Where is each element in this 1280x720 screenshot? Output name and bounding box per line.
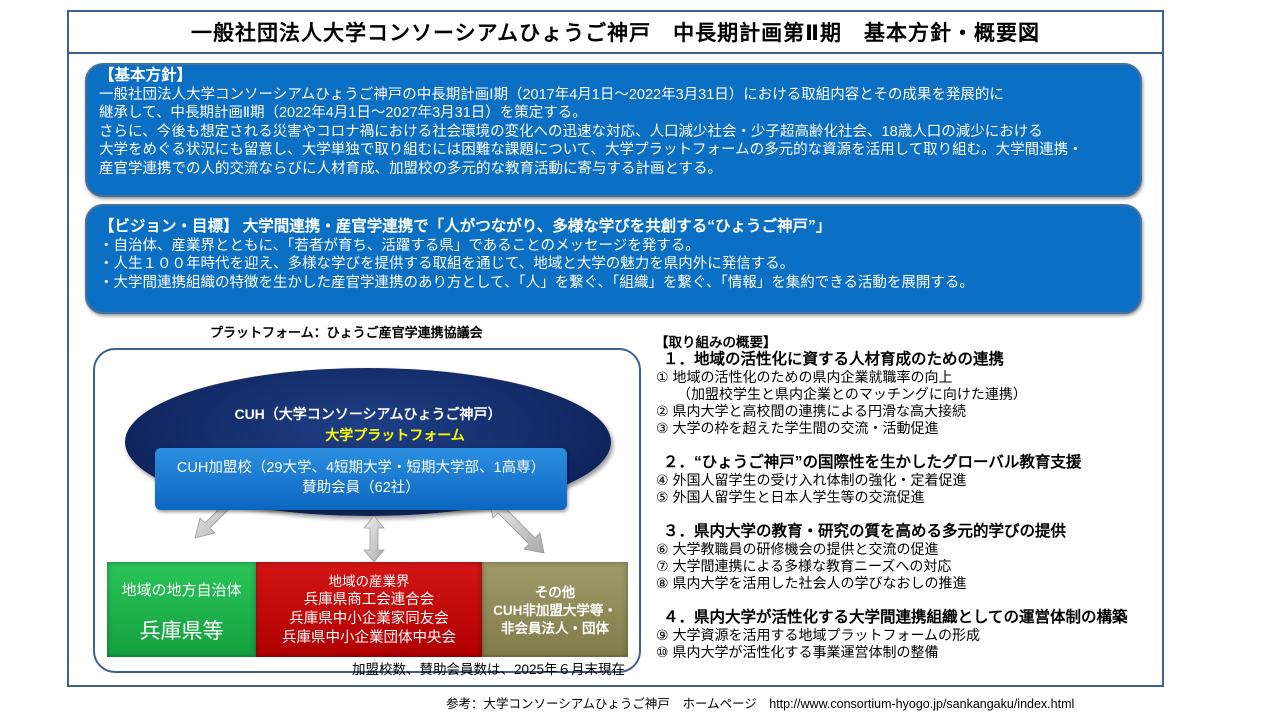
section-item: ⑩ 県内大学が活性化する事業運営体制の整備	[656, 644, 939, 660]
supporting-members: 賛助会員（62社）	[302, 480, 420, 496]
section-item: ⑤ 外国人留学生と日本人学生等の交流促進	[656, 489, 925, 505]
vision-line: ・自治体、産業界とともに、「若者が育ち、活躍する県」であることのメッセージを発す…	[99, 237, 700, 254]
basic-policy-box: 【基本方針】 一般社団法人大学コンソーシアムひょうご神戸の中長期計画Ⅰ期（201…	[85, 63, 1142, 197]
vision-line: ・人生１００年時代を迎え、多様な学びを提供する取組を通じて、地域と大学の魅力を県…	[99, 256, 795, 272]
overview-panel: 【取り組みの概要】 １．地域の活性化に資する人材育成のための連携 ① 地域の活性…	[655, 335, 1165, 661]
section-item: ⑦ 大学間連携による多様な教育ニーズへの対応	[656, 558, 952, 574]
other-line: その他	[534, 585, 576, 600]
membership-note: 加盟校数、賛助会員数は、2025年６月末現在	[351, 662, 625, 677]
local-government-box: 地域の地方自治体 兵庫県等	[107, 562, 256, 657]
section-title: ２．“ひょうご神戸”の国際性を生かしたグローバル教育支援	[663, 454, 1082, 471]
industry-line: 兵庫県商工会連合会	[303, 592, 435, 608]
basic-policy-line: 一般社団法人大学コンソーシアムひょうご神戸の中長期計画Ⅰ期（2017年4月1日～…	[99, 86, 1004, 103]
section-item: ⑨ 大学資源を活用する地域プラットフォームの形成	[656, 627, 981, 643]
section-item: ① 地域の活性化のための県内企業就職率の向上	[656, 369, 953, 385]
gov-label: 地域の地方自治体	[121, 582, 242, 599]
section-title: ４．県内大学が活性化する大学間連携組織としての運営体制の構築	[663, 609, 1128, 626]
section-item: ④ 外国人留学生の受け入れ体制の強化・定着促進	[656, 472, 967, 488]
section-item: ② 県内大学と高校間の連携による円滑な高大接続	[656, 403, 967, 419]
cuh-members-box: CUH加盟校（29大学、4短期大学・短期大学部、1高専） 賛助会員（62社）	[155, 448, 567, 510]
section-item: （加盟校学生と県内企業とのマッチングに向けた連携）	[656, 386, 1027, 402]
industry-line: 兵庫県中小企業家同友会	[289, 611, 449, 627]
basic-policy-line: さらに、今後も想定される災害やコロナ禍における社会環境の変化への迅速な対応、人口…	[99, 123, 1043, 140]
other-orgs-box: その他 CUH非加盟大学等・ 非会員法人・団体	[482, 562, 628, 657]
basic-policy-line: 継承して、中長期計画Ⅱ期（2022年4月1日～2027年3月31日）を策定する。	[99, 105, 587, 121]
section-title: １．地域の活性化に資する人材育成のための連携	[663, 351, 1005, 368]
other-line: CUH非加盟大学等・	[493, 603, 617, 618]
page-title: 一般社団法人大学コンソーシアムひょうご神戸 中長期計画第Ⅱ期 基本方針・概要図	[69, 12, 1162, 54]
other-line: 非会員法人・団体	[501, 621, 609, 636]
section-item: ③ 大学の枠を超えた学生間の交流・活動促進	[656, 420, 939, 436]
section-title: ３．県内大学の教育・研究の質を高める多元的学びの提供	[663, 523, 1067, 540]
basic-policy-heading: 【基本方針】	[99, 67, 193, 84]
member-schools: CUH加盟校（29大学、4短期大学・短期大学部、1高専）	[176, 460, 546, 476]
reference-link[interactable]: 参考：大学コンソーシアムひょうご神戸 ホームページ http://www.con…	[446, 697, 1075, 711]
main-frame: 一般社団法人大学コンソーシアムひょうご神戸 中長期計画第Ⅱ期 基本方針・概要図	[67, 10, 1164, 687]
platform-label: プラットフォーム：ひょうご産官学連携協議会	[210, 325, 483, 340]
basic-policy-line: 大学をめぐる状況にも留意し、大学単独で取り組むには困難な課題について、大学プラッ…	[99, 142, 1083, 158]
cuh-subtitle: 大学プラットフォーム	[325, 427, 465, 443]
vision-line: ・大学間連携組織の特徴を生かした産官学連携のあり方として、「人」を繋ぐ、「組織」…	[99, 274, 974, 291]
industry-box: 地域の産業界 兵庫県商工会連合会 兵庫県中小企業家同友会 兵庫県中小企業団体中央…	[256, 562, 482, 657]
double-arrow-icon	[363, 515, 385, 563]
section-item: ⑥ 大学教職員の研修機会の提供と交流の促進	[656, 541, 939, 557]
section-item: ⑧ 県内大学を活用した社会人の学びなおしの推進	[656, 575, 967, 591]
connection-arrows	[194, 490, 545, 563]
platform-diagram	[93, 348, 641, 673]
vision-heading: 【ビジョン・目標】 大学間連携・産官学連携で「人がつながり、多様な学びを共創する…	[99, 218, 832, 235]
gov-name: 兵庫県等	[139, 620, 224, 643]
industry-line: 兵庫県中小企業団体中央会	[282, 630, 456, 646]
industry-line: 地域の産業界	[328, 574, 410, 589]
cuh-name: CUH（大学コンソーシアムひょうご神戸）	[234, 406, 502, 422]
overview-heading: 【取り組みの概要】	[655, 335, 777, 350]
vision-box: 【ビジョン・目標】 大学間連携・産官学連携で「人がつながり、多様な学びを共創する…	[85, 204, 1142, 314]
basic-policy-line: 産官学連携での人的交流ならびに人材育成、加盟校の多元的な教育活動に寄与する計画と…	[99, 160, 723, 177]
